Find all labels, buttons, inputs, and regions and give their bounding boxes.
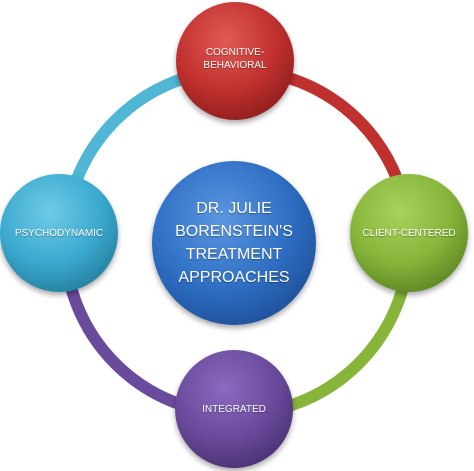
center-line-2: BORENSTEIN'S [175,223,293,240]
node-integrated [175,350,293,468]
node-psychodynamic [0,174,118,292]
center-line-3: TREATMENT [185,246,283,263]
node-client-centered [350,174,468,292]
center-line-1: DR. JULIE [196,200,272,217]
center-label: DR. JULIE BORENSTEIN'S TREATMENT APPROAC… [157,168,311,318]
center-circle [152,161,316,325]
center-line-4: APPROACHES [178,269,290,286]
node-cognitive-behavioral [176,2,294,120]
